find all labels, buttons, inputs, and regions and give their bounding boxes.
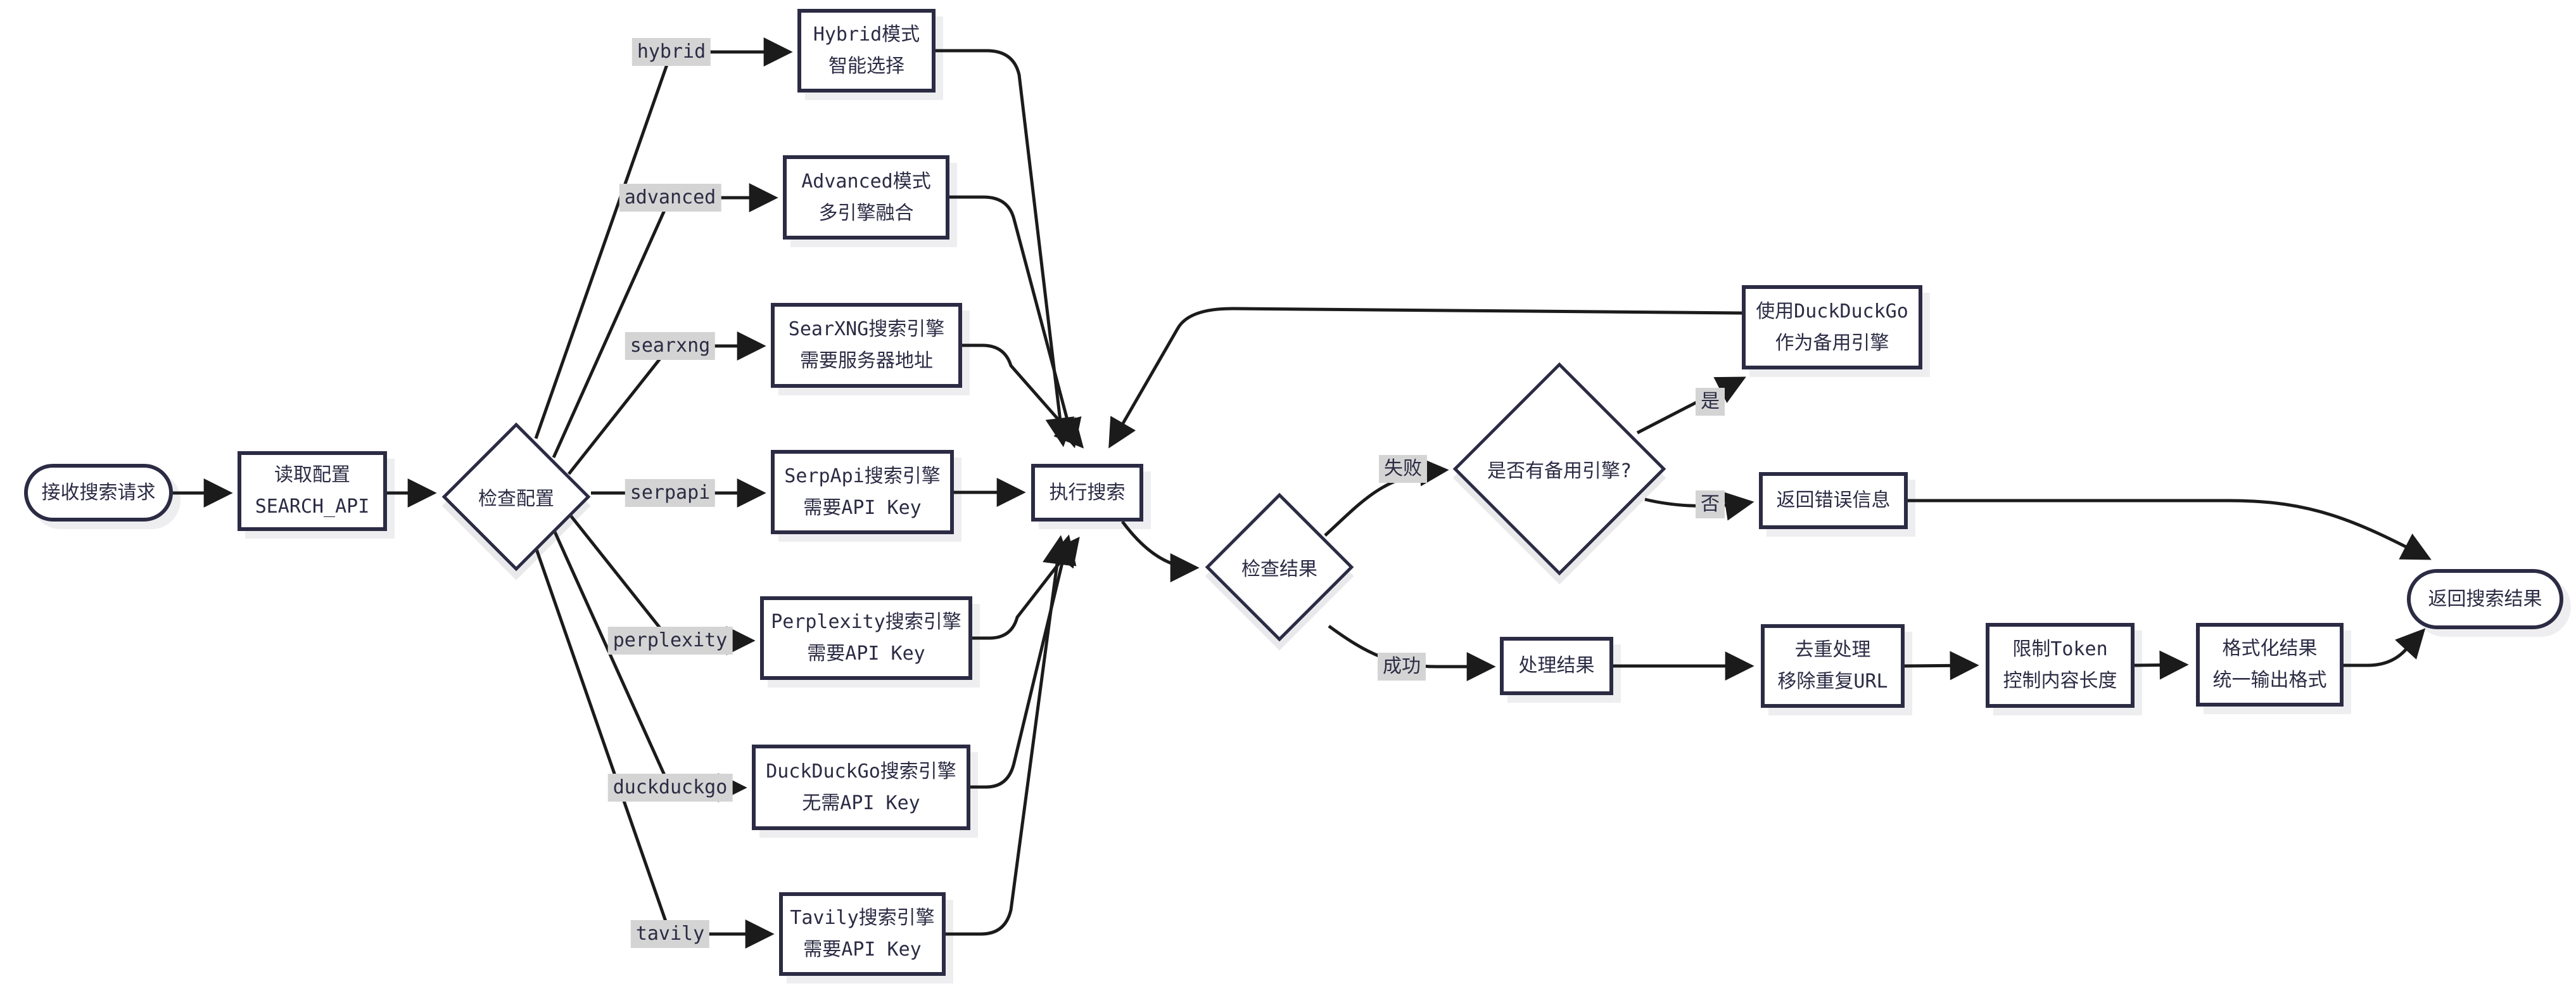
edge-tavily-execute <box>946 535 1072 936</box>
edge-label-perplexity: perplexity <box>607 627 733 655</box>
edge-duckduckgo-execute <box>970 534 1077 789</box>
node-return-error: 返回错误信息 <box>1759 472 1908 529</box>
edge-execute-checkresult <box>1120 520 1200 582</box>
edge-label-success: 成功 <box>1378 653 1426 681</box>
edge-searxng-execute <box>962 343 1084 449</box>
node-process-result: 处理结果 <box>1500 637 1613 695</box>
node-limit-token: 限制Token 控制内容长度 <box>1986 623 2135 708</box>
node-format-result: 格式化结果 统一输出格式 <box>2196 623 2344 707</box>
edge-label-no: 否 <box>1696 490 1725 518</box>
edge-checkconfig-searxng <box>568 331 766 475</box>
edge-label-serpapi: serpapi <box>625 479 716 507</box>
edge-label-searxng: searxng <box>625 332 716 360</box>
edge-checkconfig-duckduckgo <box>552 528 747 802</box>
node-use-backup: 使用DuckDuckGo 作为备用引擎 <box>1742 285 1922 369</box>
node-read-config: 读取配置 SEARCH_API <box>238 451 387 531</box>
edge-usebackup-execute-loop <box>1108 307 1742 449</box>
edge-label-tavily: tavily <box>630 920 710 948</box>
edge-label-yes: 是 <box>1696 388 1725 416</box>
node-execute-search: 执行搜索 <box>1031 464 1143 522</box>
edge-format-return <box>2344 628 2426 667</box>
edge-hasbackup-usebackup <box>1636 376 1746 435</box>
node-has-backup-label: 是否有备用引擎? <box>1487 460 1632 482</box>
edge-dedupe-limit <box>1904 651 1979 681</box>
node-dedupe: 去重处理 移除重复URL <box>1761 624 1905 708</box>
edge-label-hybrid: hybrid <box>631 38 711 66</box>
node-advanced-mode: Advanced模式 多引擎融合 <box>783 155 949 240</box>
edge-checkconfig-tavily <box>534 547 775 949</box>
node-start: 接收搜索请求 <box>24 464 173 522</box>
node-check-result-label: 检查结果 <box>1241 558 1317 580</box>
node-serpapi-engine: SerpApi搜索引擎 需要API Key <box>771 450 954 534</box>
edge-hybrid-execute <box>936 49 1075 447</box>
node-check-config-label: 检查配置 <box>478 488 554 510</box>
edge-label-fail: 失败 <box>1379 455 1427 483</box>
node-searxng-engine: SearXNG搜索引擎 需要服务器地址 <box>771 303 962 388</box>
edge-label-duckduckgo: duckduckgo <box>607 774 733 802</box>
edge-label-advanced: advanced <box>619 184 721 212</box>
node-tavily-engine: Tavily搜索引擎 需要API Key <box>779 892 946 976</box>
edge-checkconfig-advanced <box>552 183 778 459</box>
edge-perplexity-execute <box>972 536 1080 640</box>
node-return-result: 返回搜索结果 <box>2407 569 2563 629</box>
edge-checkconfig-hybrid <box>534 37 793 439</box>
node-duckduckgo-engine: DuckDuckGo搜索引擎 无需API Key <box>752 745 970 830</box>
edge-returnerror-return <box>1908 499 2432 560</box>
node-hybrid-mode: Hybrid模式 智能选择 <box>797 9 936 93</box>
node-perplexity-engine: Perplexity搜索引擎 需要API Key <box>760 596 972 680</box>
edge-advanced-execute <box>949 195 1082 449</box>
